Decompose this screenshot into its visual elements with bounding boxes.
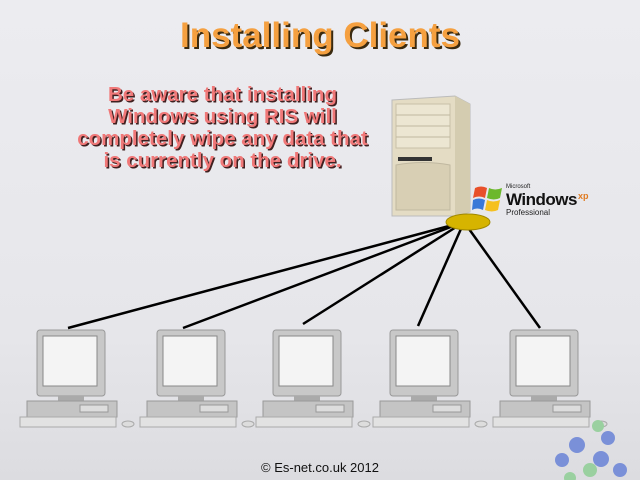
client-computer xyxy=(255,329,371,428)
logo-edition: Professional xyxy=(506,208,551,217)
network-cable xyxy=(302,220,465,326)
decorative-bubbles xyxy=(555,420,627,480)
client-computer xyxy=(372,329,488,428)
slide-title: Installing Clients xyxy=(179,16,461,55)
server-tower xyxy=(391,95,471,217)
network-cable xyxy=(416,221,466,327)
network-hub xyxy=(445,213,491,231)
client-computer xyxy=(492,329,608,428)
network-cables xyxy=(67,220,542,330)
network-cable xyxy=(462,221,542,329)
windows-xp-logo: Microsoft Windowsxp Professional xyxy=(472,184,588,217)
footer-copyright: © Es-net.co.uk 2012 xyxy=(261,460,379,475)
warning-line: Be aware that installing xyxy=(108,83,337,106)
logo-text: Microsoft Windowsxp Professional xyxy=(506,184,588,217)
client-computers xyxy=(19,329,608,428)
warning-line: completely wipe any data that xyxy=(77,127,368,150)
network-cable xyxy=(67,220,465,330)
logo-product: Windows xyxy=(506,190,577,209)
client-computer xyxy=(19,329,135,428)
warning-line: is currently on the drive. xyxy=(103,149,342,172)
logo-vendor: Microsoft xyxy=(506,184,531,190)
client-computer xyxy=(139,329,255,428)
warning-line: Windows using RIS will xyxy=(108,105,337,128)
logo-version: xp xyxy=(577,191,589,201)
windows-flag-icon xyxy=(472,186,502,212)
warning-text: Be aware that installing Windows using R… xyxy=(60,84,385,172)
network-cable xyxy=(182,220,465,330)
logo-product-row: Windowsxp xyxy=(506,191,588,208)
